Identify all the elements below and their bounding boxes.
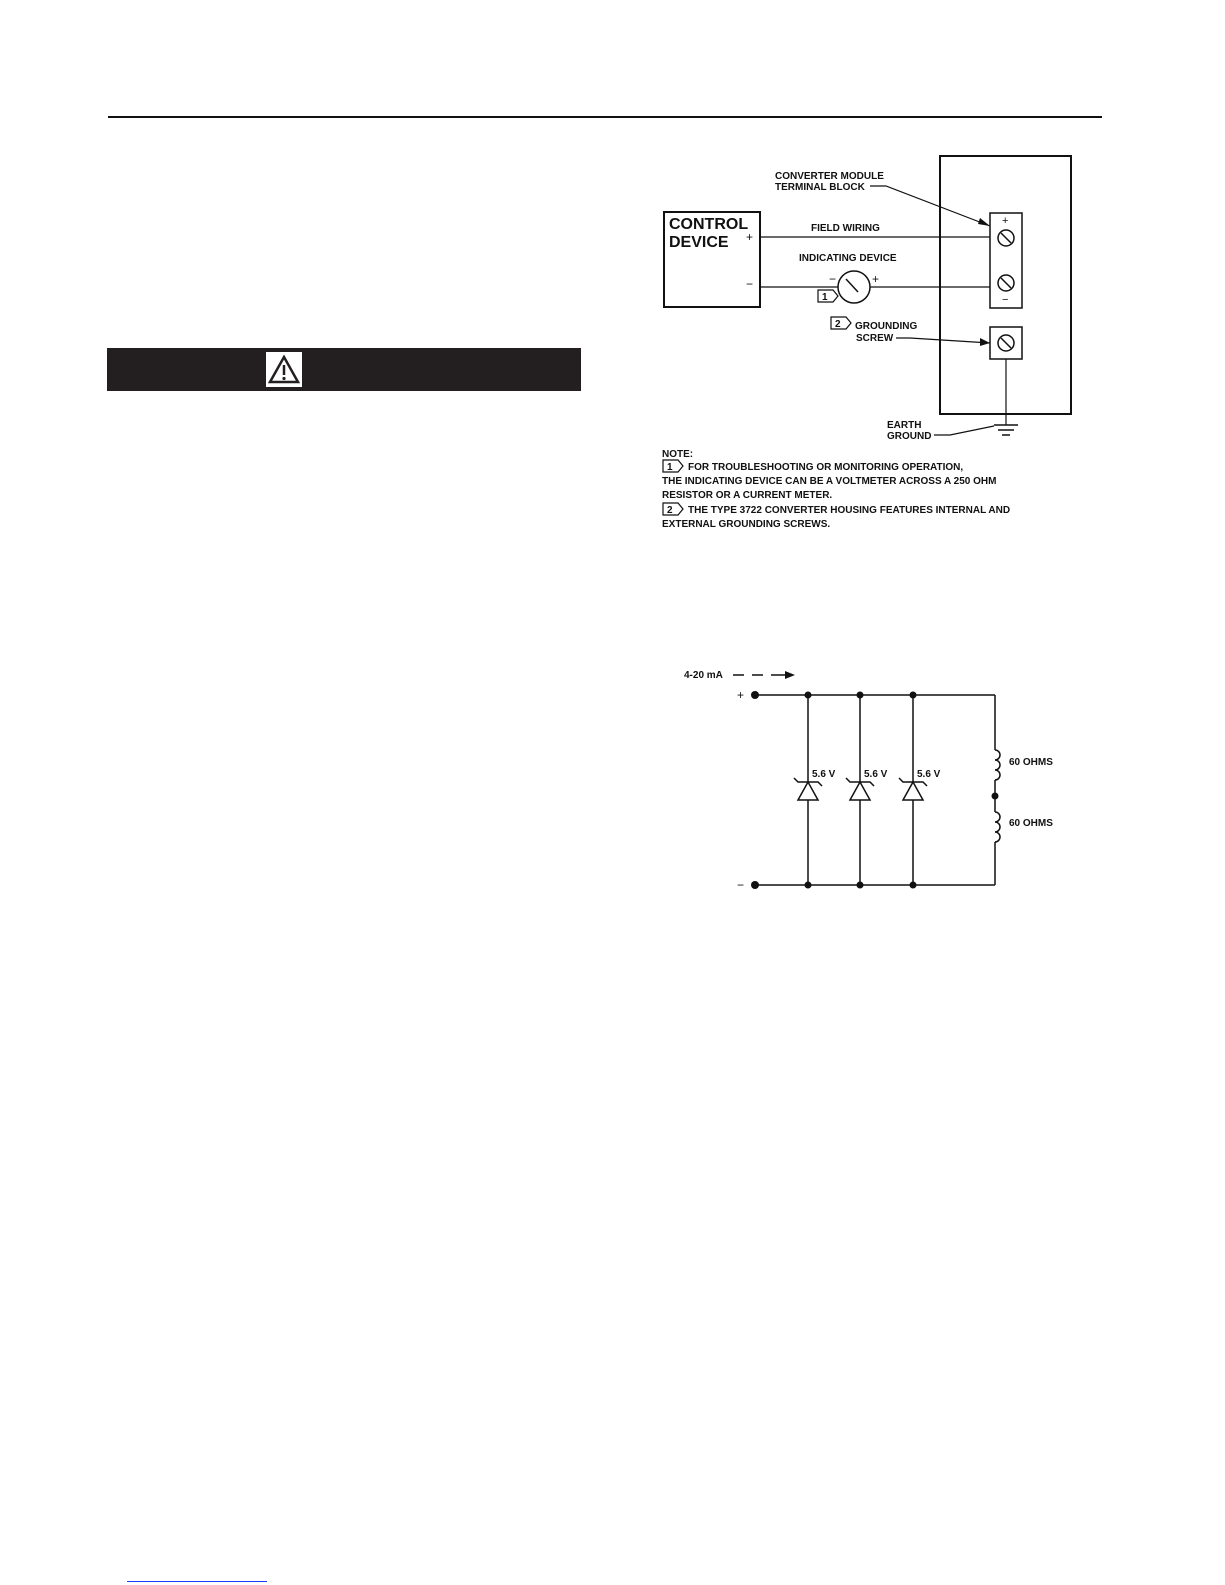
- control-device-label-1: CONTROL: [669, 216, 748, 233]
- field-wiring-label: FIELD WIRING: [811, 223, 880, 234]
- header-rule: [108, 116, 1102, 118]
- note-1-line-1: FOR TROUBLESHOOTING OR MONITORING OPERAT…: [688, 462, 963, 473]
- note-callout-2: 2: [667, 505, 673, 516]
- terminal-minus: −: [1002, 294, 1008, 306]
- note-2-line-2: EXTERNAL GROUNDING SCREWS.: [662, 519, 830, 530]
- callout-1-figure: 1: [822, 292, 828, 303]
- warning-triangle-icon: [266, 352, 302, 387]
- meter-plus: +: [872, 272, 879, 286]
- grounding-label-2: SCREW: [856, 333, 894, 344]
- terminal-block-label-1: CONVERTER MODULE: [775, 171, 884, 182]
- earth-label-1: EARTH: [887, 420, 921, 431]
- control-minus: −: [746, 277, 753, 291]
- callout-2-figure: 2: [835, 319, 841, 330]
- control-plus: +: [746, 230, 753, 244]
- meter-minus: −: [829, 272, 836, 286]
- terminal-plus: +: [1002, 215, 1008, 227]
- earth-label-2: GROUND: [887, 431, 931, 442]
- control-device-label-2: DEVICE: [669, 234, 729, 251]
- note-title: NOTE:: [662, 449, 693, 460]
- current-label: 4-20 mA: [684, 670, 723, 681]
- zener-1-label: 5.6 V: [812, 769, 836, 780]
- terminal-block-label-2: TERMINAL BLOCK: [775, 182, 866, 193]
- note-1-line-2: THE INDICATING DEVICE CAN BE A VOLTMETER…: [662, 476, 996, 487]
- warning-banner: [107, 348, 581, 391]
- coil-2-label: 60 OHMS: [1009, 818, 1053, 829]
- schematic-minus: −: [737, 878, 744, 892]
- zener-2-label: 5.6 V: [864, 769, 888, 780]
- coil-1-label: 60 OHMS: [1009, 757, 1053, 768]
- grounding-label-1: GROUNDING: [855, 321, 917, 332]
- footer-link-underline: [127, 1581, 267, 1582]
- note-callout-1: 1: [667, 462, 673, 473]
- zener-3-label: 5.6 V: [917, 769, 941, 780]
- note-1-line-3: RESISTOR OR A CURRENT METER.: [662, 490, 832, 501]
- note-2-line-1: THE TYPE 3722 CONVERTER HOUSING FEATURES…: [688, 505, 1010, 516]
- indicating-device-label: INDICATING DEVICE: [799, 253, 897, 264]
- schematic-plus: +: [737, 688, 744, 702]
